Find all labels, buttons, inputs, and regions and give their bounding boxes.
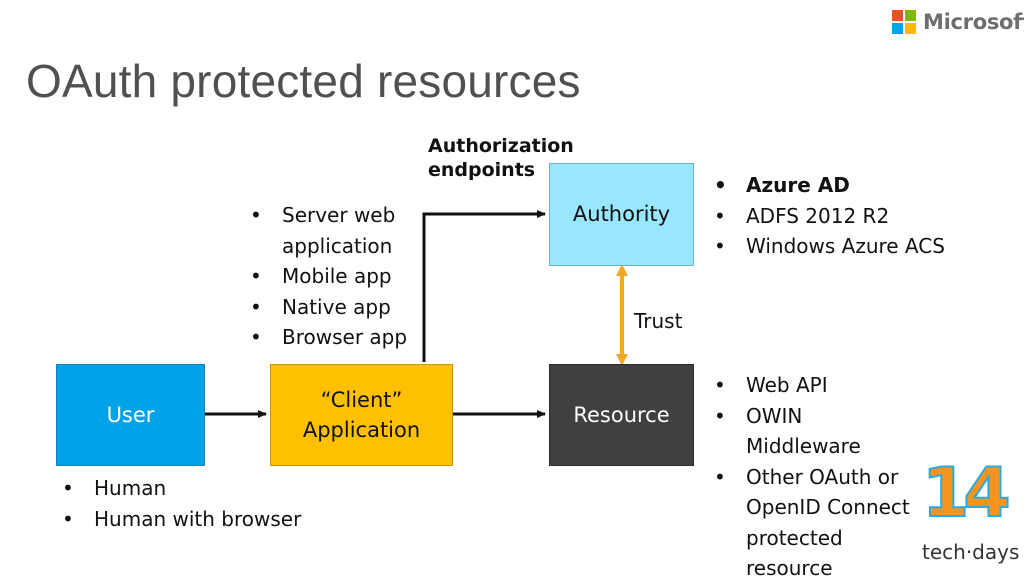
- users-list: Human Human with browser: [60, 473, 350, 534]
- list-item: ADFS 2012 R2: [712, 201, 1002, 232]
- page-title: OAuth protected resources: [26, 55, 581, 107]
- authorization-endpoints-line2: endpoints: [428, 159, 536, 181]
- microsoft-logo: Microsoft: [892, 10, 1024, 34]
- list-item: Web API: [712, 370, 922, 401]
- techdays-number: 14: [921, 453, 1012, 534]
- client-types-list: Server web application Mobile app Native…: [248, 200, 428, 353]
- authority-node: Authority: [549, 163, 694, 266]
- arrow-client-to-authority: [422, 210, 546, 362]
- resources-list: Web API OWIN Middleware Other OAuth or O…: [712, 370, 922, 584]
- list-item: Human: [60, 473, 350, 504]
- list-item: Azure AD: [712, 170, 1002, 201]
- list-item: Human with browser: [60, 504, 350, 535]
- list-item: Native app: [248, 292, 428, 323]
- microsoft-wordmark: Microsoft: [923, 10, 1024, 34]
- authorities-list: Azure AD ADFS 2012 R2 Windows Azure ACS: [712, 170, 1002, 262]
- list-item: Other OAuth or OpenID Connect protected …: [712, 462, 922, 584]
- techdays-text: tech·days: [922, 540, 1020, 564]
- authority-node-label: Authority: [572, 202, 671, 227]
- list-item: Mobile app: [248, 261, 428, 292]
- list-item: Server web application: [248, 200, 428, 261]
- authorization-endpoints-line1: Authorization: [428, 135, 574, 157]
- list-item: Windows Azure ACS: [712, 231, 1002, 262]
- client-node-label-line1: “Client”: [320, 387, 403, 412]
- client-node-label-line2: Application: [302, 418, 421, 442]
- techdays-logo: 14 tech·days: [920, 453, 1020, 574]
- list-item: OWIN Middleware: [712, 401, 922, 462]
- client-application-node: “Client” Application: [270, 364, 453, 466]
- microsoft-windows-icon: [892, 10, 916, 34]
- resource-node-label: Resource: [573, 402, 670, 427]
- user-node: User: [56, 364, 205, 466]
- trust-label: Trust: [634, 309, 683, 333]
- authorization-endpoints-label: Authorization endpoints: [428, 134, 574, 182]
- list-item: Browser app: [248, 322, 428, 353]
- resource-node: Resource: [549, 364, 694, 466]
- user-node-label: User: [106, 402, 155, 427]
